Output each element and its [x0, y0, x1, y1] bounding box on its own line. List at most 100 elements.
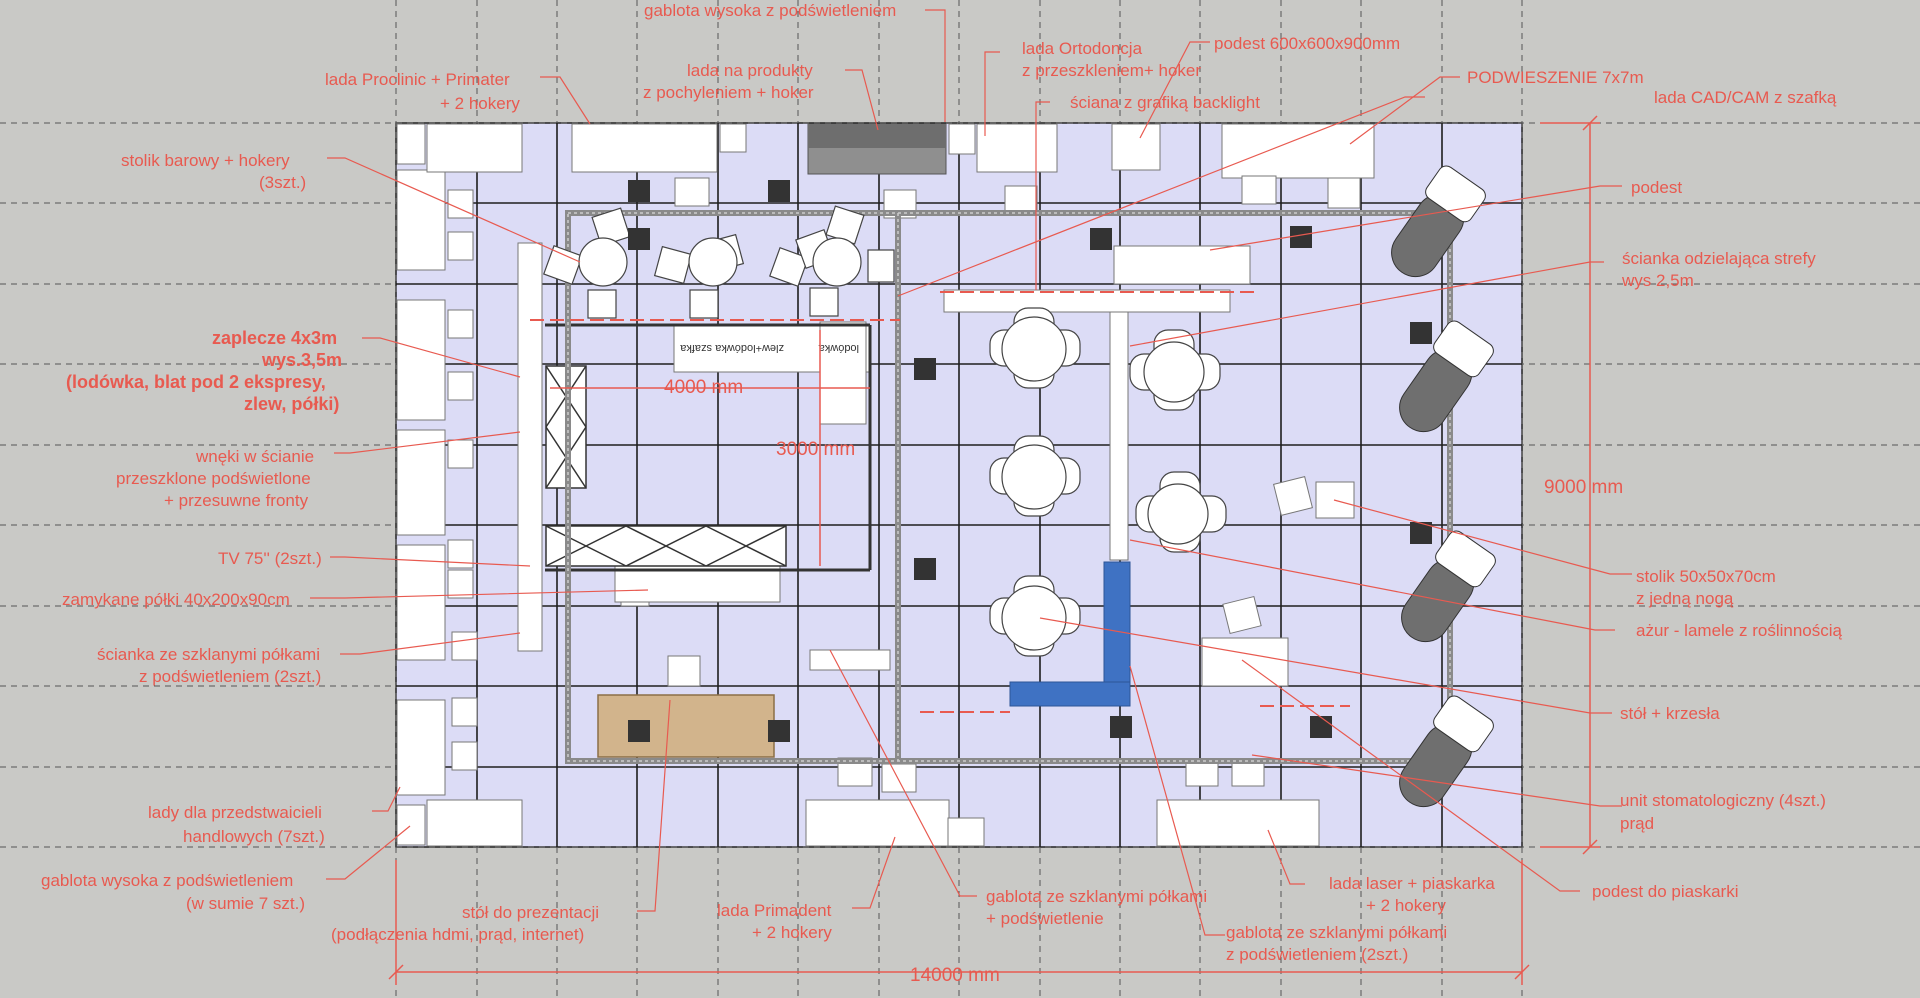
label-wneki-3: + przesuwne fronty — [164, 491, 309, 510]
label-wneki-2: przeszklone podświetlone — [116, 469, 311, 488]
label-gablota-szkl2-2: z podświetleniem (2szt.) — [1226, 945, 1408, 964]
left-stool — [447, 539, 474, 569]
gablota-szklo-center — [809, 649, 891, 671]
left-counter-5 — [396, 699, 446, 796]
label-gablota-szkl2-1: gablota ze szklanymi półkami — [1226, 923, 1447, 942]
label-lada-proclinic-2: + 2 hokery — [440, 94, 520, 113]
label-gablota-szkl-1: gablota ze szklanymi półkami — [986, 887, 1207, 906]
label-podest-600: podest 600x600x900mm — [1214, 34, 1400, 53]
lada-cad-cam — [1221, 123, 1375, 179]
label-stolik-50-1: stolik 50x50x70cm — [1636, 567, 1776, 586]
label-podest-piaskarki: podest do piaskarki — [1592, 882, 1738, 901]
label-wneki-1: wnęki w ścianie — [195, 447, 314, 466]
lada-produkty — [571, 123, 718, 173]
dimension-width: 14000 mm — [910, 965, 1000, 986]
backroom-box — [819, 321, 867, 425]
left-stool — [447, 569, 474, 599]
label-unit-1: unit stomatologiczny (4szt.) — [1620, 791, 1826, 810]
gablota-corner-top — [396, 123, 426, 165]
label-lada-cad: lada CAD/CAM z szafką — [1654, 88, 1837, 107]
stool — [1004, 185, 1038, 215]
left-stool — [451, 741, 478, 771]
backroom-left-wall — [517, 242, 543, 652]
backroom-outline — [545, 323, 872, 572]
label-gablota-szkl-2: + podświetlenie — [986, 909, 1104, 928]
left-stool — [447, 371, 474, 401]
label-scianka-strefy-1: ścianka odzielająca strefy — [1622, 249, 1816, 268]
scianka-pionowa — [1109, 293, 1129, 561]
stool — [667, 655, 701, 687]
dimension-depth: 9000 mm — [1544, 477, 1623, 498]
shelf-tag: szafka — [679, 342, 712, 354]
label-lada-ortodoncja-2: z przeszkleniem+ hoker — [1022, 61, 1201, 80]
lada-proclinic — [426, 123, 523, 173]
small-table — [1272, 475, 1314, 517]
left-stool — [447, 309, 474, 339]
lada-laser — [1156, 799, 1320, 847]
stool — [674, 177, 710, 207]
stool — [1327, 177, 1361, 209]
label-lada-proclinic-1: lada Proclinic + Primater — [325, 70, 510, 89]
label-lada-laser-2: + 2 hokery — [1366, 896, 1446, 915]
label-podwieszenie: PODWIESZENIE 7x7m — [1467, 68, 1644, 87]
label-lada-primadent-2: + 2 hokery — [752, 923, 832, 942]
label-unit-2: prąd — [1620, 814, 1654, 833]
label-lada-primadent-1: lada Primadent — [717, 901, 832, 920]
label-lada-ortodoncja-1: lada Ortodoncja — [1022, 39, 1143, 58]
label-stolik-barowy-2: (3szt.) — [259, 173, 306, 192]
zamykane-polki — [614, 565, 781, 603]
stool — [1241, 175, 1277, 205]
label-scianka-strefy-2: wys 2,5m — [1621, 271, 1694, 290]
dimension-backroom-width: 4000 mm — [664, 377, 743, 398]
shelf-tag: lodówka — [818, 342, 859, 354]
backroom-shelf-tags: szafka zlew+lodówka lodówka — [679, 342, 859, 354]
label-stolik-50-2: z jedną nogą — [1636, 589, 1734, 608]
label-gablota-suma-2: (w sumie 7 szt.) — [186, 894, 305, 913]
podest-600 — [1111, 123, 1161, 171]
left-stool — [447, 439, 474, 469]
label-podest: podest — [1631, 178, 1682, 197]
label-lada-produkty-1: lada na produkty — [687, 61, 813, 80]
left-counter-4 — [396, 544, 446, 661]
left-counter-1 — [396, 169, 446, 271]
stool — [719, 123, 747, 153]
dining-tables — [989, 307, 1227, 657]
stool — [881, 763, 917, 793]
label-lady-przedst-1: lady dla przedstwaicieli — [148, 803, 322, 822]
label-zaplecze-4: zlew, półki) — [244, 394, 339, 414]
label-zamykane-polki: zamykane półki 40x200x90cm — [62, 590, 290, 609]
label-lada-laser-1: lada laser + piaskarka — [1329, 874, 1495, 893]
label-gablota-top: gablota wysoka z podświetleniem — [644, 1, 896, 20]
label-zaplecze-2: wys.3,5m — [261, 350, 342, 370]
stool — [947, 817, 985, 847]
left-counter-3 — [396, 429, 446, 536]
floor-grid — [396, 123, 1522, 847]
label-zaplecze-1: zaplecze 4x3m — [212, 328, 337, 348]
label-stol-krzesla: stół + krzesła — [1620, 704, 1720, 723]
label-lady-przedst-2: handlowych (7szt.) — [183, 827, 325, 846]
stool — [1185, 759, 1219, 787]
label-azur: ażur - lamele z roślinnością — [1636, 621, 1843, 640]
label-stolik-barowy-1: stolik barowy + hokery — [121, 151, 290, 170]
lada-ortodoncja — [976, 123, 1058, 173]
left-stool — [447, 189, 474, 219]
leader-lines — [310, 9, 1632, 936]
left-stool — [451, 697, 478, 727]
label-zaplecze-3: (lodówka, blat pod 2 ekspresy, — [66, 372, 326, 392]
stool — [948, 123, 976, 155]
gablota-corner-bottom — [396, 804, 426, 846]
label-gablota-suma-1: gablota wysoka z podświetleniem — [41, 871, 293, 890]
shelf-tag: zlew+lodówka — [714, 342, 784, 354]
label-scianka-polki-2: z podświetleniem (2szt.) — [139, 667, 321, 686]
left-stool — [451, 631, 478, 661]
presentation-table — [597, 694, 775, 758]
stool — [1231, 759, 1265, 787]
dimension-backroom-depth: 3000 mm — [776, 439, 855, 460]
lada-primadent — [805, 799, 950, 847]
label-scianka-polki-1: ścianka ze szklanymi półkami — [97, 645, 320, 664]
lada-bottom-left — [426, 799, 523, 847]
label-stol-prezentacji-2: (podłączenia hdmi, prąd, internet) — [331, 925, 584, 944]
scianka-backlight — [943, 289, 1231, 313]
